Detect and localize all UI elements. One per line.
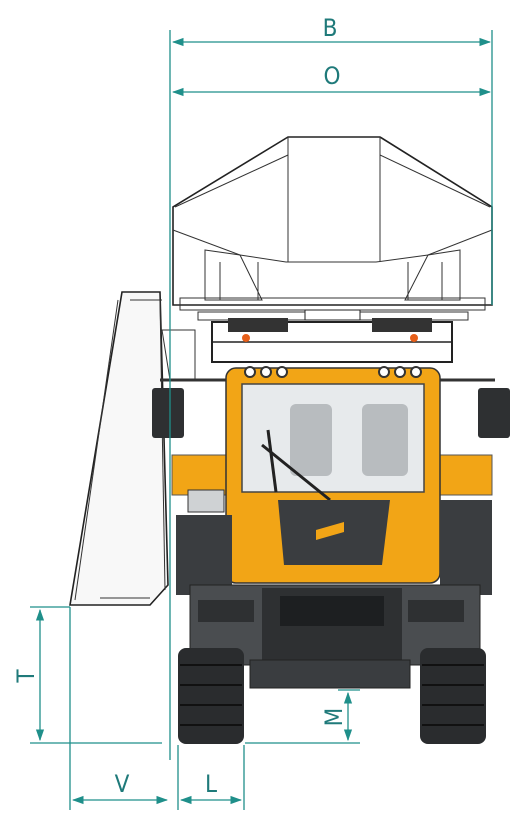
dimension-V: V <box>69 607 169 810</box>
dimension-M: M <box>245 689 360 744</box>
dimension-label-O: O <box>324 62 341 90</box>
dimension-label-V: V <box>115 770 130 798</box>
dozer-blade <box>69 291 196 606</box>
dimension-label-L: L <box>205 770 217 798</box>
left-fender <box>171 454 235 496</box>
cab <box>225 366 441 584</box>
raised-skip <box>172 136 493 321</box>
dimension-O: O <box>171 62 492 97</box>
dimension-label-B: B <box>323 14 338 42</box>
dimension-label-T: T <box>12 669 40 684</box>
wheels <box>178 648 486 744</box>
dimension-B: B <box>169 14 493 760</box>
roll-cage <box>211 309 453 363</box>
dimension-L: L <box>177 745 245 810</box>
right-fender <box>431 454 493 496</box>
dimension-T: T <box>12 606 162 744</box>
dimension-label-M: M <box>320 708 348 727</box>
mirrors <box>152 378 510 438</box>
